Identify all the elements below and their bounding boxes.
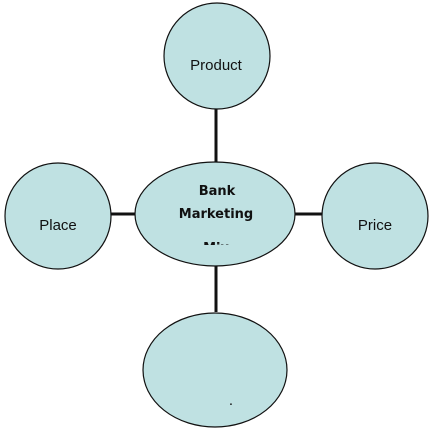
node-price-label: Price [358,217,392,234]
node-bottom [142,312,288,428]
node-product-label: Product [190,57,243,74]
node-price [321,162,429,270]
center-label-line3: Mix [203,241,229,256]
center-node [134,161,296,267]
center-label-line2: Marketing [179,207,253,222]
node-place-label: Place [39,217,77,234]
node-bottom-label: . [229,392,233,409]
center-label-line1: Bank [199,184,236,199]
node-product [163,2,271,110]
node-place [4,162,112,270]
